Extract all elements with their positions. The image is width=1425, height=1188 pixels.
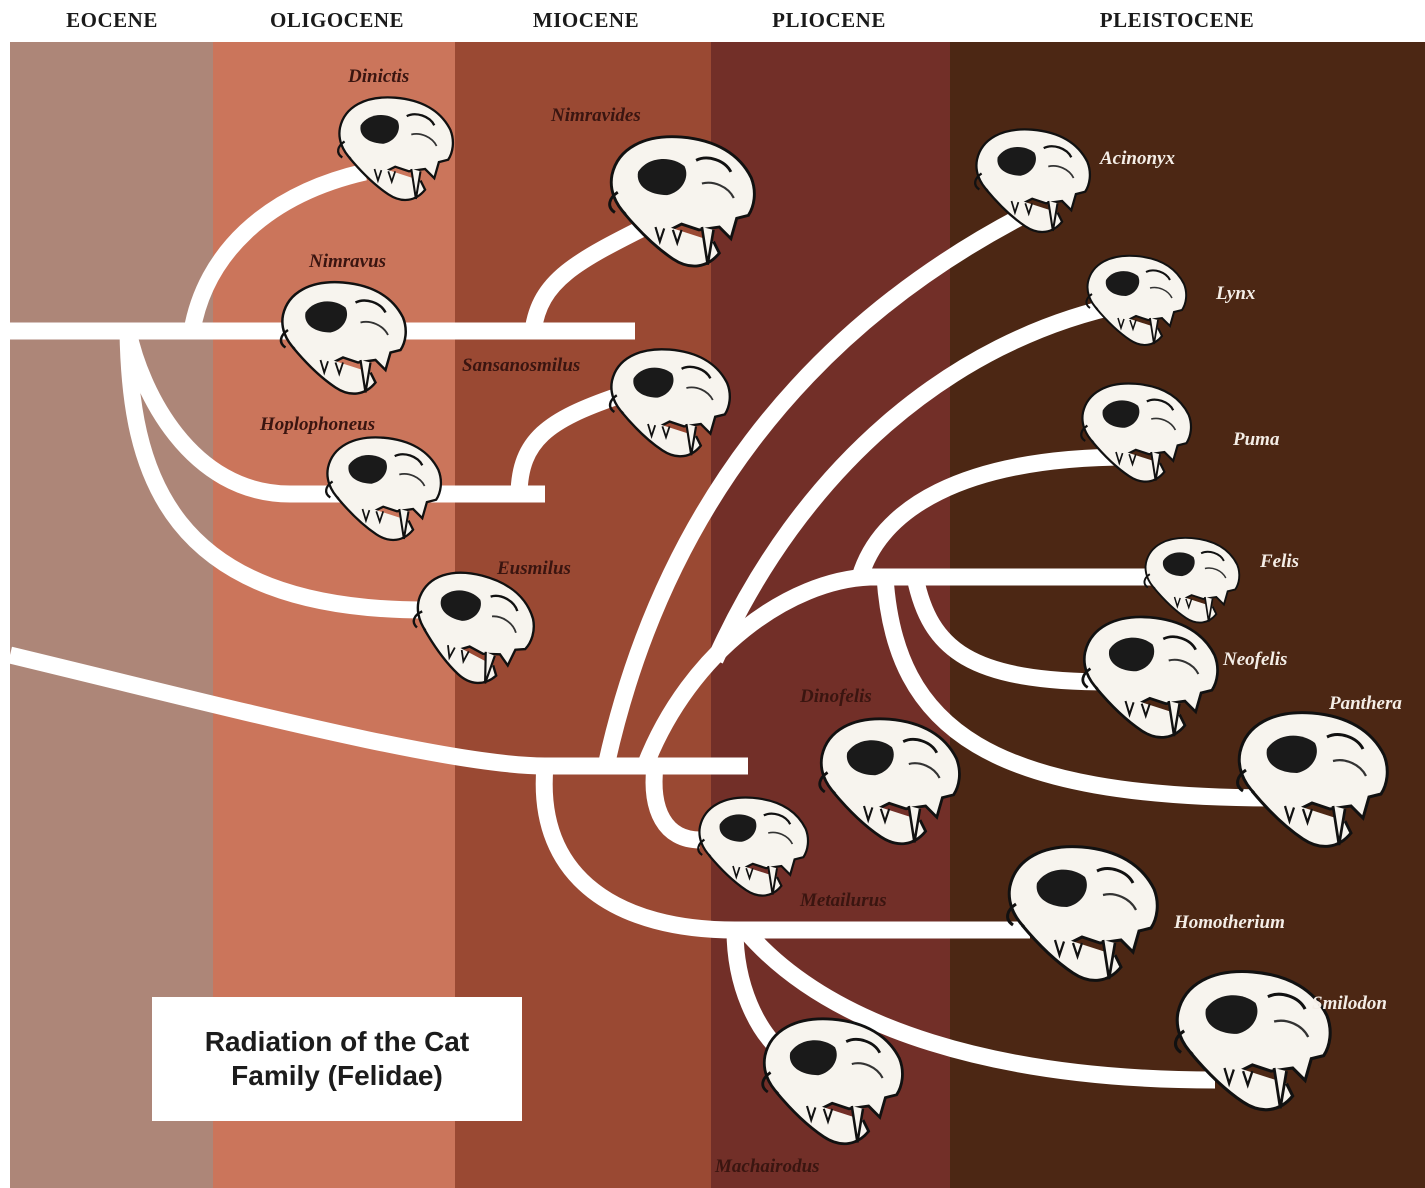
taxon-label-acinonyx: Acinonyx: [1100, 148, 1175, 169]
branch-machairodontines: [535, 765, 1030, 939]
taxon-label-dinofelis: Dinofelis: [800, 686, 872, 707]
cat-skull-icon: [403, 563, 543, 693]
taxon-label-hoplophoneus: Hoplophoneus: [260, 414, 376, 435]
cat-skull-icon: [1085, 254, 1188, 346]
branch-smilodon: [738, 924, 1216, 1089]
branch-acinonyx: [597, 204, 1034, 768]
taxon-label-felis: Felis: [1260, 551, 1300, 572]
diagram-title: Radiation of the Cat Family (Felidae): [204, 1025, 470, 1091]
epoch-label-pleistocene: PLEISTOCENE: [1099, 8, 1255, 32]
branch-lynx: [707, 295, 1127, 664]
taxon-label-dinictis: Dinictis: [348, 66, 410, 87]
taxon-label-eusmilus: Eusmilus: [497, 558, 571, 579]
branch-machairodus: [726, 929, 782, 1052]
epoch-label-miocene: MIOCENE: [532, 8, 640, 32]
taxon-label-panthera: Panthera: [1329, 693, 1402, 714]
cat-skull-icon: [818, 717, 961, 846]
taxon-label-homotherium: Homotherium: [1174, 912, 1285, 933]
cat-skull-icon: [1143, 536, 1241, 624]
cat-skull-icon: [324, 436, 443, 542]
cat-skull-icon: [761, 1017, 904, 1146]
taxon-label-nimravus: Nimravus: [309, 251, 387, 272]
cat-skull-icon: [697, 796, 810, 897]
taxon-label-neofelis: Neofelis: [1223, 649, 1288, 670]
branch-trunk-lower: [8, 646, 748, 775]
branch-panthera: [876, 576, 1276, 807]
cat-skull-icon: [1080, 382, 1193, 483]
taxon-label-puma: Puma: [1233, 429, 1280, 450]
cat-skull-icon: [279, 280, 407, 395]
cat-skull-icon: [1006, 845, 1159, 982]
branch-metailurus: [645, 765, 701, 849]
branch-neofelis: [906, 575, 1111, 691]
branch-sansanosmilus: [510, 387, 621, 495]
branch-dinictis: [183, 163, 367, 333]
epoch-label-pliocene: PLIOCENE: [772, 8, 886, 32]
branch-eusmilus: [119, 330, 426, 619]
title-box: Radiation of the Cat Family (Felidae): [152, 997, 522, 1121]
taxon-label-machairodus: Machairodus: [715, 1156, 820, 1177]
taxon-label-sansanosmilus: Sansanosmilus: [462, 355, 581, 376]
taxon-label-metailurus: Metailurus: [800, 890, 887, 911]
cat-skull-icon: [1173, 969, 1332, 1112]
cat-skull-icon: [336, 96, 455, 202]
epoch-label-eocene: EOCENE: [66, 8, 158, 32]
cat-skull-icon: [1081, 615, 1219, 739]
branches: [8, 163, 1276, 1089]
taxon-label-smilodon: Smilodon: [1312, 993, 1387, 1014]
cat-skull-icon: [973, 128, 1092, 234]
branch-nimravides: [524, 214, 659, 333]
cat-skull-icon: [1236, 711, 1389, 848]
cat-skull-icon: [608, 135, 756, 268]
epoch-label-oligocene: OLIGOCENE: [269, 8, 405, 32]
branch-felines: [637, 568, 1160, 770]
taxon-label-nimravides: Nimravides: [551, 105, 641, 126]
cat-skull-icon: [608, 348, 732, 458]
branch-puma: [851, 448, 1131, 580]
taxon-label-lynx: Lynx: [1216, 283, 1256, 304]
